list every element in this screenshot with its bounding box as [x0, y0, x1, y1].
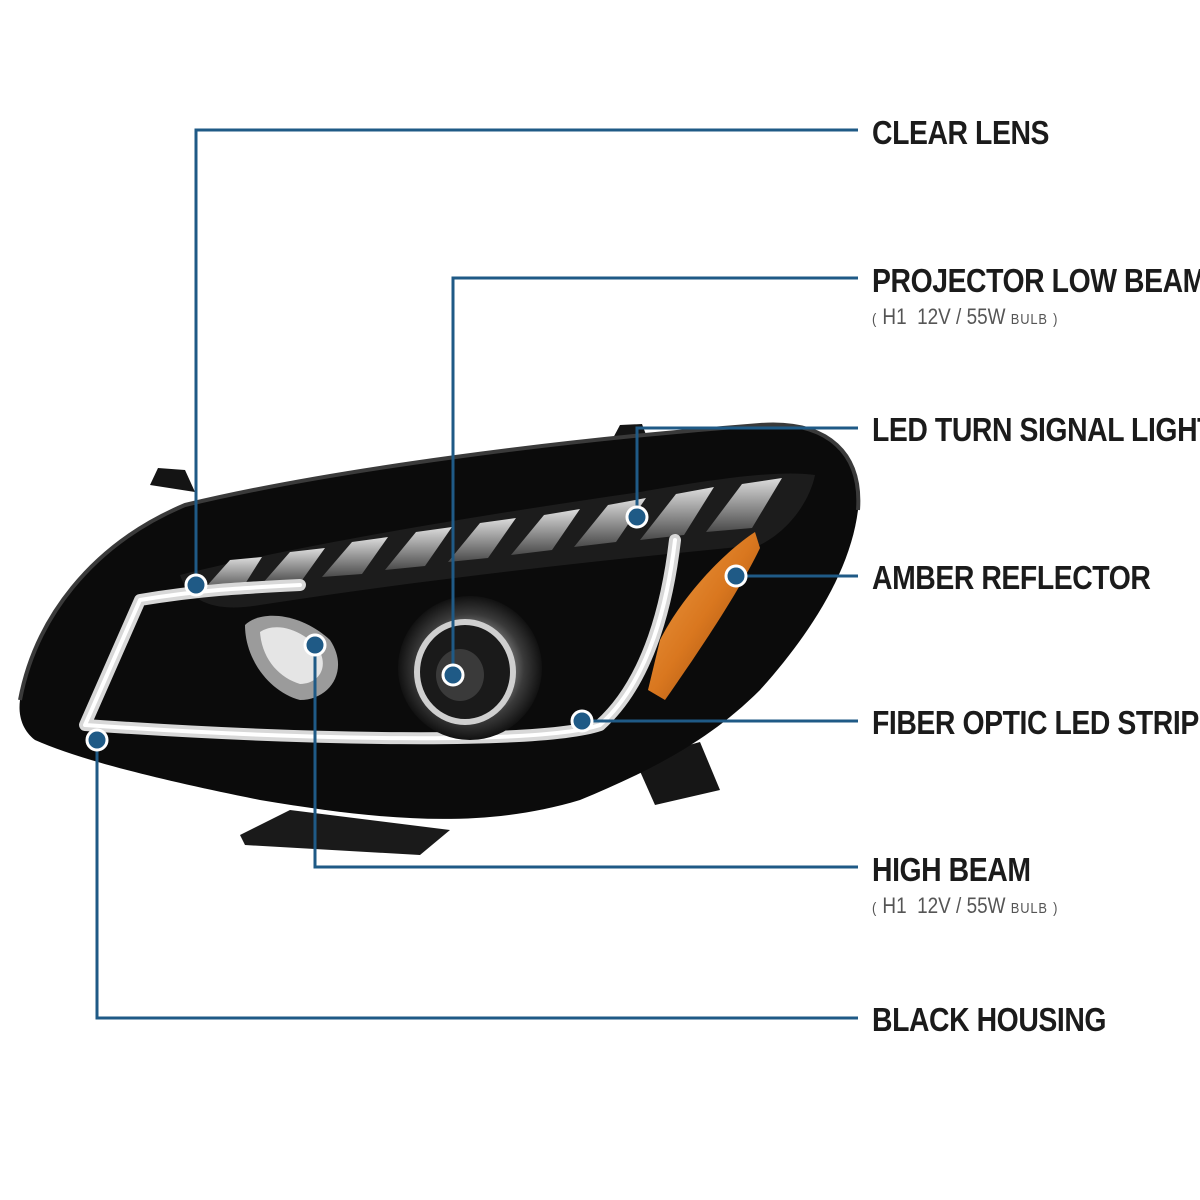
housing-rim	[18, 422, 861, 701]
leader-line-projector-low-beam	[451, 276, 858, 675]
leader-line-led-turn-signal	[635, 426, 858, 517]
spec-unit: BULB	[1010, 311, 1048, 328]
spec-bulb-type: H1	[882, 304, 907, 329]
dot-fiber-optic	[570, 709, 594, 733]
spec-unit: BULB	[1010, 900, 1048, 917]
dot-led-turn-signal	[625, 505, 649, 529]
projector-lens	[398, 596, 542, 740]
dot-clear-lens	[184, 573, 208, 597]
mounting-tab	[240, 810, 450, 855]
dot-projector-low-beam	[441, 663, 465, 687]
spec-open: (	[872, 900, 878, 917]
spec-close: )	[1053, 311, 1059, 328]
spec-rating: 12V / 55W	[917, 893, 1006, 918]
mounting-tab	[150, 468, 195, 492]
label-amber-reflector: AMBER REFLECTOR	[872, 559, 1151, 596]
spec-close: )	[1053, 900, 1059, 917]
dot-amber-reflector	[724, 564, 748, 588]
spec-bulb-type: H1	[882, 893, 907, 918]
callout-dots	[85, 505, 748, 752]
leader-line-high-beam	[313, 645, 858, 869]
label-fiber-optic-led-strip: FIBER OPTIC LED STRIP	[872, 704, 1199, 741]
label-black-housing: BLACK HOUSING	[872, 1001, 1107, 1038]
leader-lines	[95, 128, 858, 1020]
dot-high-beam	[303, 633, 327, 657]
spec-rating: 12V / 55W	[917, 304, 1006, 329]
label-led-turn-signal-light: LED TURN SIGNAL LIGHT	[872, 411, 1200, 448]
label-clear-lens: CLEAR LENS	[872, 114, 1050, 151]
spec-open: (	[872, 311, 878, 328]
leader-line-clear-lens	[194, 128, 858, 585]
spec-projector-low-beam: ( H1 12V / 55W BULB )	[872, 306, 1058, 328]
label-projector-low-beam: PROJECTOR LOW BEAM	[872, 262, 1200, 299]
spec-high-beam: ( H1 12V / 55W BULB )	[872, 895, 1058, 917]
dot-black-housing	[85, 728, 109, 752]
label-high-beam: HIGH BEAM	[872, 851, 1031, 888]
leader-line-black-housing	[95, 740, 858, 1020]
